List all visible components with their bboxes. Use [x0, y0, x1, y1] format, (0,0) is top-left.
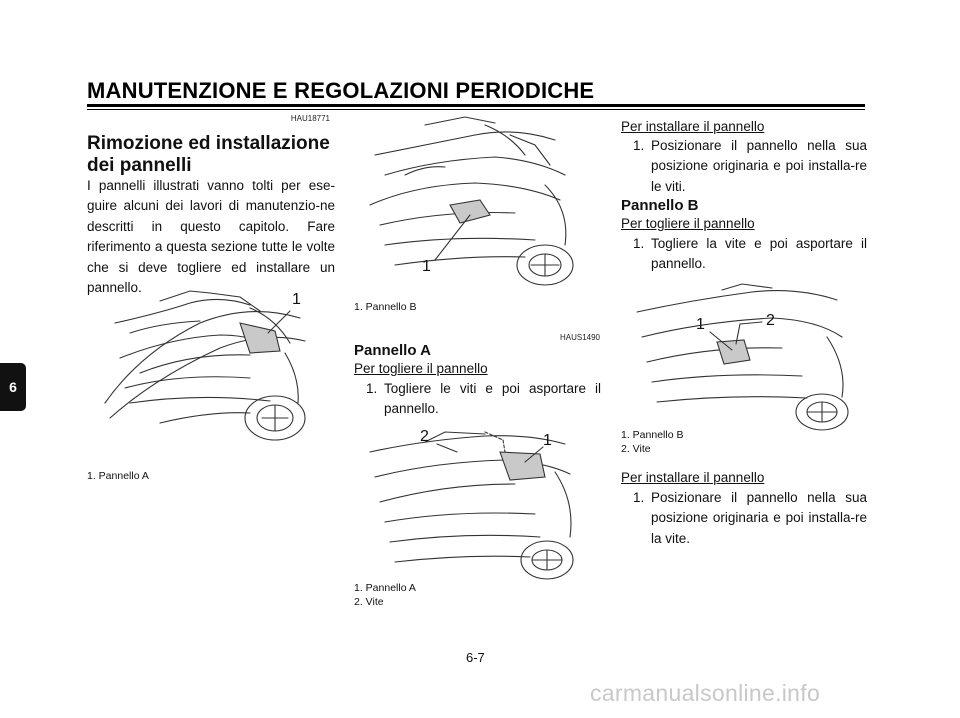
scooter-figure-panel-b: 1: [365, 115, 580, 290]
page-header: MANUTENZIONE E REGOLAZIONI PERIODICHE: [87, 78, 595, 103]
header-rule: [87, 104, 865, 107]
scooter-figure-panel-b-screw: 1 2: [632, 282, 857, 432]
figure-callout-1: 1: [543, 432, 552, 449]
figure-caption: 1. Pannello A 2. Vite: [354, 581, 416, 609]
step-number: 1.: [633, 138, 645, 153]
procedure-heading: Per installare il pannello: [621, 470, 765, 485]
procedure-step: 1. Togliere la vite e poi asportare il p…: [633, 234, 867, 275]
step-text: Togliere la vite e poi asportare il pann…: [651, 236, 867, 272]
figure-callout-1: 1: [696, 316, 705, 333]
step-text: Posizionare il pannello nella sua posizi…: [651, 490, 867, 546]
scooter-figure-panel-a-screws: 2 1: [365, 422, 580, 582]
figure-callout-2: 2: [766, 312, 775, 329]
figure-caption: 1. Pannello B 2. Vite: [621, 428, 683, 456]
caption-line: 2. Vite: [354, 596, 384, 608]
procedure-heading: Per installare il pannello: [621, 119, 765, 134]
figure-callout-1: 1: [292, 291, 301, 308]
section-title: Rimozione ed installazione dei pannelli: [87, 133, 330, 176]
doc-code: HAUS1490: [559, 333, 600, 342]
header-rule-thin: [87, 109, 865, 110]
procedure-heading: Per togliere il pannello: [621, 216, 755, 231]
subsection-title: Pannello B: [621, 197, 699, 214]
caption-line: 1. Pannello B: [621, 429, 684, 441]
scooter-figure-panel-a: 1: [100, 283, 315, 448]
step-number: 1.: [633, 236, 645, 251]
caption-line: 1. Pannello A: [354, 582, 416, 594]
step-text: Posizionare il pannello nella sua posizi…: [651, 138, 867, 194]
doc-code: HAU18771: [290, 114, 330, 123]
caption-line: 1. Pannello B: [354, 301, 417, 313]
caption-line: 2. Vite: [621, 443, 651, 455]
figure-callout-2: 2: [420, 428, 429, 445]
procedure-step: 1. Togliere le viti e poi asportare il p…: [366, 379, 601, 420]
procedure-step: 1. Posizionare il pannello nella sua pos…: [633, 136, 867, 197]
figure-callout-1: 1: [422, 258, 431, 275]
step-text: Togliere le viti e poi asportare il pann…: [384, 381, 601, 417]
page-number: 6-7: [466, 650, 485, 665]
procedure-heading: Per togliere il pannello: [354, 361, 488, 376]
watermark: carmanualsonline.info: [590, 680, 821, 706]
chapter-tab: 6: [0, 363, 26, 411]
subsection-title: Pannello A: [354, 342, 431, 359]
step-number: 1.: [366, 381, 378, 396]
caption-line: 1. Pannello A: [87, 470, 149, 482]
step-number: 1.: [633, 490, 645, 505]
procedure-step: 1. Posizionare il pannello nella sua pos…: [633, 488, 867, 549]
intro-paragraph: I pannelli illustrati vanno tolti per es…: [87, 178, 335, 296]
figure-caption: 1. Pannello A: [87, 469, 149, 483]
figure-caption: 1. Pannello B: [354, 300, 416, 314]
